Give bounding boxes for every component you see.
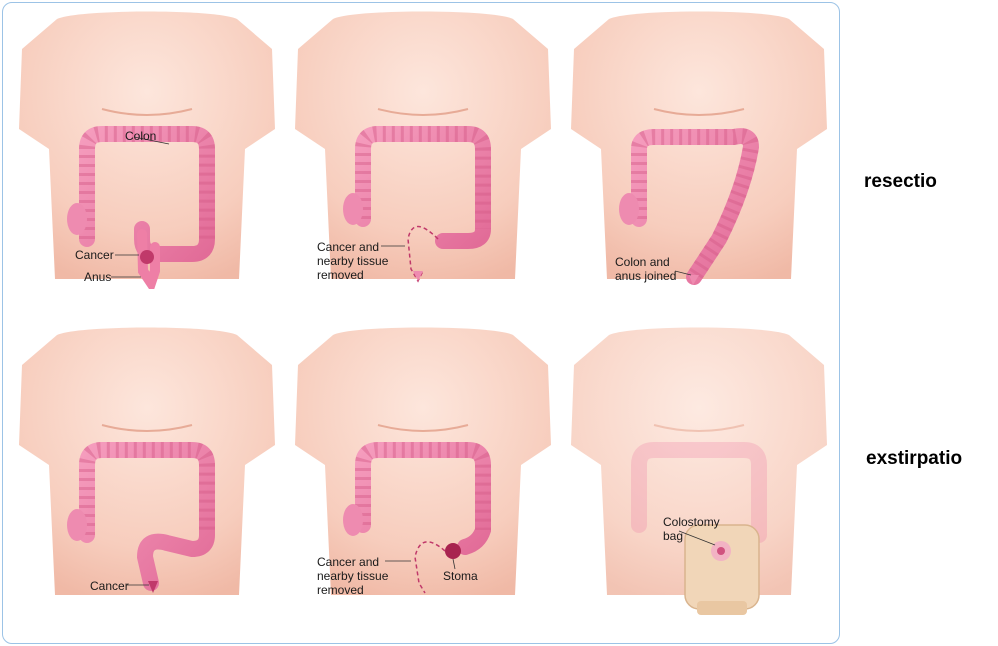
torso-illustration	[295, 327, 551, 595]
colon-label: Colon	[125, 129, 157, 143]
joined-label-line2: anus joined	[615, 269, 677, 283]
joined-label-line1: Colon and	[615, 255, 670, 269]
colon-shape	[67, 442, 215, 593]
stoma-label: Stoma	[443, 569, 478, 583]
torso-illustration	[571, 327, 827, 615]
colon-shape	[343, 442, 491, 594]
bag-label-line1: Colostomy	[663, 515, 720, 529]
panel-colon-joined: Colon and anus joined	[569, 9, 829, 289]
cancer-mark	[140, 250, 154, 264]
torso-illustration	[19, 11, 275, 289]
row-label-exstirpatio: exstirpatio	[866, 448, 963, 469]
colon-shape	[343, 126, 491, 283]
bag-label-line2: bag	[663, 529, 684, 543]
colon-shape	[631, 442, 767, 543]
cancer-mark	[148, 581, 158, 593]
panel-colon-cancer: Colon Cancer Anus	[17, 9, 277, 289]
row-label-resectio: resectio	[864, 171, 937, 192]
removed-label-line1: Cancer and	[317, 240, 380, 254]
torso-illustration	[19, 327, 275, 595]
colon-shape	[67, 126, 215, 289]
panel-colostomy-bag: Colostomy bag	[569, 325, 829, 615]
torso-illustration	[571, 11, 827, 285]
cancer-label: Cancer	[75, 248, 114, 262]
panel-stoma: Cancer and nearby tissue removed Stoma	[293, 325, 553, 605]
torso-illustration	[295, 11, 551, 283]
panel-low-cancer: Cancer	[17, 325, 277, 605]
cancer-label: Cancer	[90, 579, 129, 593]
removed-label-line3: removed	[317, 268, 364, 282]
removed-label-line2: nearby tissue	[317, 254, 389, 268]
removed-label-line2: nearby tissue	[317, 569, 389, 583]
removed-label-line1: Cancer and	[317, 555, 380, 569]
colon-shape	[619, 128, 760, 285]
stoma-mark	[445, 543, 461, 559]
colostomy-bag-shape	[684, 524, 760, 615]
panel-tissue-removed: Cancer and nearby tissue removed	[293, 9, 553, 289]
diagram-frame: Colon Cancer Anus Cancer and nearby tiss…	[2, 2, 840, 644]
removed-label-line3: removed	[317, 583, 364, 597]
anus-label: Anus	[84, 270, 112, 284]
